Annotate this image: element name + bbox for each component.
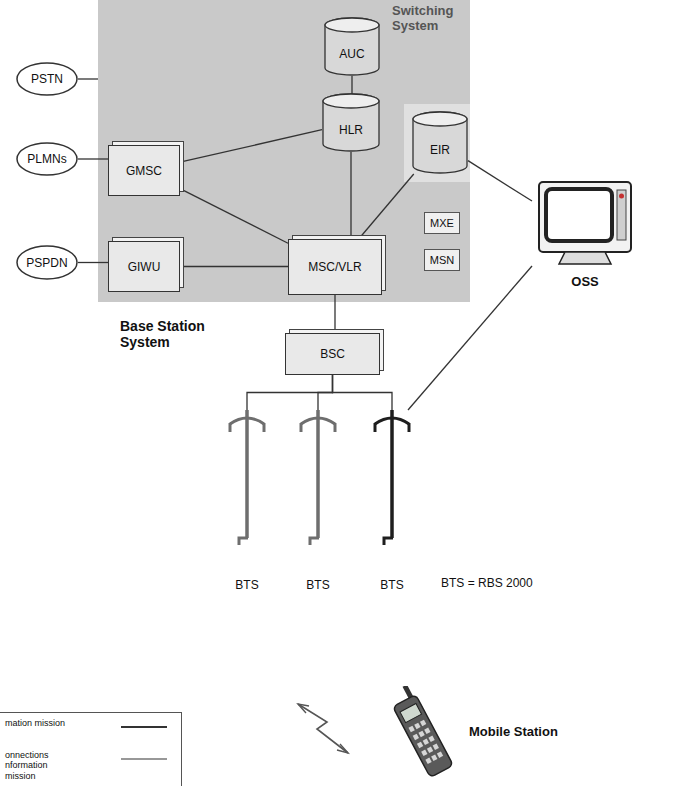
connector-line [350, 152, 351, 239]
radio-link [298, 704, 348, 753]
node-label: GIWU [128, 260, 161, 274]
legend-text: mation mission [5, 718, 67, 728]
note-text: BTS = RBS 2000 [441, 577, 533, 591]
cylinder-top [323, 94, 379, 108]
cylinder-body [323, 94, 379, 151]
legend-row: onnections nformation mission [5, 750, 175, 781]
connector-line [78, 158, 108, 159]
radio-link-head [298, 704, 309, 713]
database-cylinder: EIR [412, 112, 468, 174]
bts-antenna: BTS [298, 410, 338, 592]
legend-box: mation mission onnections nformation miss… [0, 712, 182, 786]
highlight-patch [404, 104, 470, 182]
node-label: MSC/VLR [308, 260, 361, 274]
switch-box: MSC/VLR [288, 239, 382, 295]
legend-line [121, 722, 169, 732]
node-label: BTS [380, 578, 403, 592]
phone-icon [383, 686, 463, 782]
antenna-icon [298, 410, 338, 550]
cylinder-top [413, 112, 467, 126]
legend-line [121, 754, 169, 764]
database-cylinder: AUC [324, 18, 380, 76]
node-label: OSS [571, 274, 598, 289]
switch-box: GMSC [108, 145, 180, 196]
node-label: BTS [306, 578, 329, 592]
subsystem-title: Base Station System [120, 318, 220, 350]
legend-row: mation mission [5, 718, 175, 728]
node-label: AUC [339, 33, 364, 61]
connector-line [180, 130, 322, 163]
system-region: Switching SystemAUC GMSC HLR EIR GIWU MSC/VLR… [98, 0, 470, 302]
bts-antenna: BTS [372, 410, 412, 592]
connector-line [333, 375, 393, 410]
switch-box: GIWU [108, 241, 180, 292]
connector-line [359, 174, 414, 239]
ellipse-shape [17, 63, 77, 95]
node-label: BTS [235, 578, 258, 592]
connector-line [318, 375, 333, 410]
database-cylinder: HLR [322, 94, 380, 152]
small-box: MSN [424, 249, 460, 271]
cylinder-body [413, 112, 467, 173]
connector-line [468, 161, 532, 201]
ellipse-shape [17, 143, 77, 175]
bts-antenna: BTS [227, 410, 267, 592]
antenna-icon [372, 410, 412, 550]
antenna-icon [227, 410, 267, 550]
node-label: MXE [430, 217, 454, 229]
network-ellipse: PSPDN [16, 245, 78, 280]
ellipse-shape [17, 246, 77, 279]
connector-line [180, 266, 288, 267]
node-label: EIR [430, 129, 450, 157]
radio-link-head [337, 744, 348, 753]
node-label: HLR [339, 109, 363, 137]
cylinder-body [325, 18, 379, 75]
network-ellipse: PLMNs [16, 142, 78, 176]
small-box: MXE [424, 212, 460, 234]
oss-terminal: OSS [532, 180, 638, 289]
node-label: PSTN [31, 72, 63, 86]
node-label: Mobile Station [469, 724, 558, 739]
connector-line [247, 375, 333, 410]
node-label: PLMNs [27, 152, 66, 166]
connector-line [334, 295, 335, 333]
connector-line [408, 266, 532, 410]
node-label: GMSC [126, 164, 162, 178]
node-label: MSN [430, 254, 454, 266]
connector-line [78, 78, 98, 79]
cylinder-top [325, 18, 379, 32]
connector-line [351, 76, 352, 94]
network-ellipse: PSTN [16, 62, 78, 96]
legend-text: onnections nformation mission [5, 750, 67, 781]
computer-icon [535, 180, 635, 268]
region-heading: Switching System [392, 4, 468, 34]
switch-box: BSC [285, 333, 380, 375]
node-label: PSPDN [26, 256, 67, 270]
mobile-station: Mobile Station [383, 686, 558, 782]
node-label: BSC [320, 347, 345, 361]
connector-line [180, 189, 288, 244]
connector-line [78, 262, 108, 263]
